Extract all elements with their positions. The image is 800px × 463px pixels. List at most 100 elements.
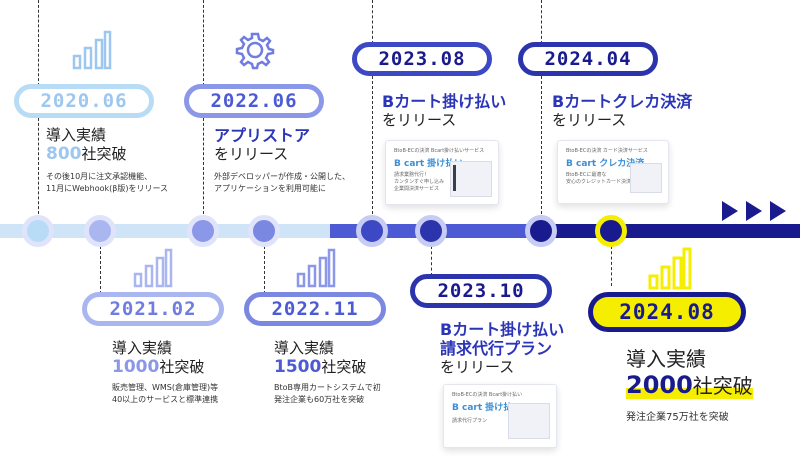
milestone-title: 導入実績 1500社突破 [274,339,366,377]
connector-2020-06-lower [38,118,39,214]
title-suffix: 社突破 [159,358,205,376]
note-line: アプリケーションを利用可能に [214,184,326,193]
date-pill-2022-11: 2022.11 [244,292,386,326]
screenshot-header: BtoB-ECの決済 カード決済サービス [566,148,648,154]
note-line: 発注企業も60万社を突破 [274,395,365,404]
title-line2: をリリース [552,111,627,129]
date-label: 2023.10 [437,280,525,302]
note-line: 外部デベロッパーが作成・公開した、 [214,172,350,181]
screenshot-panel [630,163,662,193]
connector-2023-08 [372,0,373,44]
timeline-track-dark [545,224,800,238]
screenshot-caption: 請求代行プラン [452,418,488,424]
bar-chart-icon [133,248,173,288]
milestone-notes: 発注企業75万社を突破 [626,412,729,424]
note-line: その後10月に注文承認機能、 [46,172,153,181]
title-line2: をリリース [382,111,457,129]
title-suffix: 社突破 [321,358,367,376]
screenshot-logo: B cart クレカ決済 [566,159,645,169]
screenshot-panel [450,161,492,197]
screenshot-caption: 安心のクレジットカード決済 [566,179,632,185]
title-value: 1500 [274,357,322,377]
title-line1: Bカート掛け払い [440,320,565,339]
milestone-title: Bカート掛け払い 請求代行プラン をリリース [440,320,564,377]
arrow-icon [770,201,786,221]
date-pill-2021-02: 2021.02 [82,292,224,326]
timeline-node-2022-06 [187,215,219,247]
connector-2024-04-lower [541,76,542,214]
milestone-notes: 外部デベロッパーが作成・公開した、 アプリケーションを利用可能に [214,171,350,195]
title-value: 1000 [112,357,160,377]
product-screenshot: BtoB-ECの決済 Bcart掛け払い B cart 掛け払い 請求代行プラン [443,384,557,448]
date-pill-2023-10: 2023.10 [410,274,552,308]
title-line2: をリリース [214,145,289,163]
screenshot-panel [508,403,550,439]
title-suffix: 社突破 [692,374,753,398]
screenshot-caption: 請求業務代行！ [394,172,430,178]
connector-2023-08-lower [372,76,373,214]
date-label: 2024.04 [544,48,632,70]
timeline-node-2023-10 [415,215,447,247]
note-line: 40以上のサービスと標準連携 [112,395,219,404]
product-screenshot: BtoB-ECの決済 Bcart掛け払いサービス B cart 掛け払い 請求業… [385,140,499,205]
title-prefix: 導入実績 [46,126,107,144]
milestone-title: アプリストア をリリース [214,126,310,164]
connector-2020-06 [38,0,39,86]
date-pill-2020-06: 2020.06 [14,84,154,118]
arrow-icon [722,201,738,221]
screenshot-header: BtoB-ECの決済 Bcart掛け払いサービス [394,148,485,154]
timeline-node-2024-04 [525,215,557,247]
gear-icon [235,32,275,70]
note-line: 販売管理、WMS(倉庫管理)等 [112,383,219,392]
title-line1: Bカート掛け払い [382,92,507,111]
connector-2023-10 [431,246,432,276]
note-line: 発注企業75万社を突破 [626,412,729,423]
timeline-node-2020-06 [22,215,54,247]
connector-2022-11 [264,246,265,294]
connector-2021-02 [100,246,101,294]
milestone-title: 導入実績 1000社突破 [112,339,204,377]
milestone-notes: 販売管理、WMS(倉庫管理)等 40以上のサービスと標準連携 [112,382,218,406]
milestone-notes: BtoB専用カートシステムで初 発注企業も60万社を突破 [274,382,381,406]
date-label: 2023.08 [378,48,466,70]
connector-2022-06 [203,0,204,86]
screenshot-caption: BtoB-ECに最適な [566,172,607,178]
bar-chart-icon [296,248,336,288]
timeline-node-2023-08 [356,215,388,247]
title-prefix: 導入実績 [274,339,335,357]
screenshot-caption: 企業間決済サービス [394,186,440,192]
date-label: 2021.02 [109,298,197,320]
timeline-node-2024-08 [595,215,627,247]
date-pill-2024-04: 2024.04 [518,42,658,76]
bar-chart-icon [648,247,692,290]
arrow-icon [746,201,762,221]
title-line1: アプリストア [214,126,311,145]
timeline-track-light [0,224,360,238]
title-prefix: 導入実績 [626,347,706,371]
milestone-title: Bカート掛け払い をリリース [382,92,506,130]
title-line2: 請求代行プラン [440,339,553,358]
milestone-title: 導入実績 800社突破 [46,126,127,164]
timeline-node-2022-11 [248,215,280,247]
title-prefix: 導入実績 [112,339,173,357]
date-label: 2022.11 [271,298,359,320]
screenshot-header: BtoB-ECの決済 Bcart掛け払い [452,392,523,398]
title-suffix: 社突破 [81,145,127,163]
screenshot-bar [453,165,456,191]
title-line1: Bカートクレカ決済 [552,92,693,111]
note-line: 11月にWebhook(β版)をリリース [46,184,169,193]
bar-chart-icon [72,30,112,70]
milestone-notes: その後10月に注文承認機能、 11月にWebhook(β版)をリリース [46,171,168,195]
title-value: 2000 [626,371,693,399]
date-pill-2022-06: 2022.06 [184,84,324,118]
date-label: 2022.06 [210,90,298,112]
milestone-title: 導入実績 2000社突破 [626,346,753,399]
timeline-node-2021-02 [84,215,116,247]
connector-2024-08 [611,246,612,286]
product-screenshot: BtoB-ECの決済 カード決済サービス B cart クレカ決済 BtoB-E… [557,140,669,204]
connector-2024-04 [541,0,542,44]
screenshot-logo: B cart 掛け払い [452,403,522,413]
date-pill-2023-08: 2023.08 [352,42,492,76]
date-pill-2024-08: 2024.08 [588,292,746,332]
